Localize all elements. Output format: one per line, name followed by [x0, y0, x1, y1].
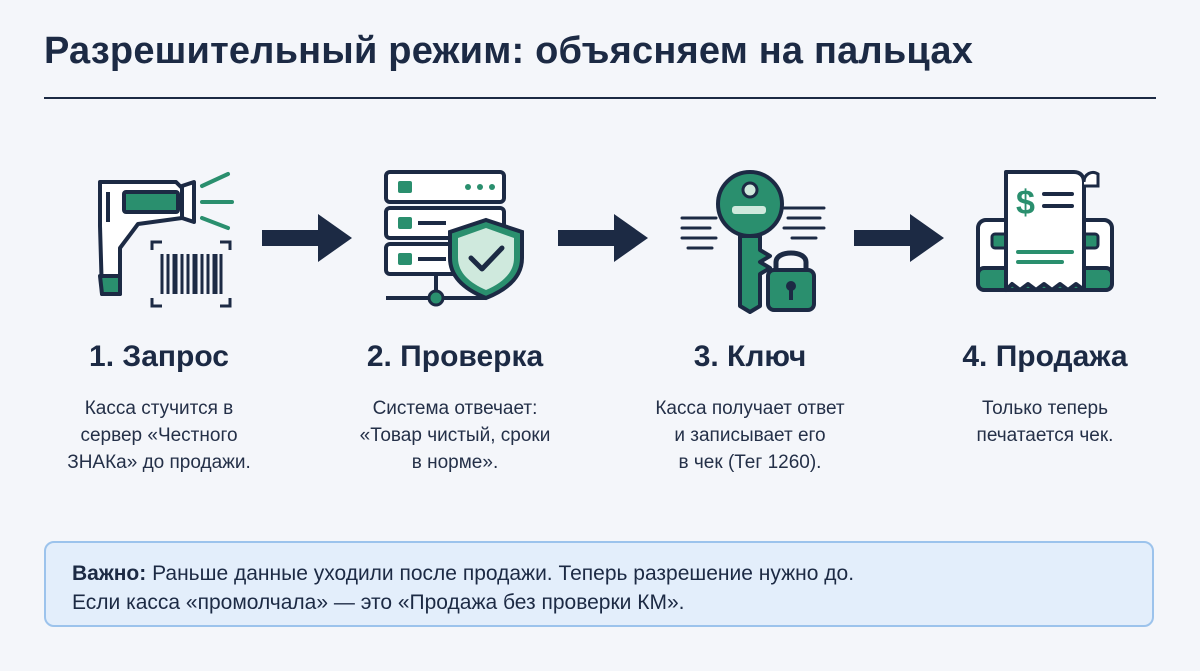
page-title: Разрешительный режим: объясняем на пальц… [44, 30, 974, 72]
step-desc-request: Касса стучится в сервер «Честного ЗНАКа»… [29, 395, 289, 476]
step-title-sale: 4. Продажа [962, 340, 1128, 373]
receipt-printer-icon: $ [976, 170, 1114, 292]
arrow-right-icon [262, 214, 352, 262]
desc-line: Касса стучится в [84, 398, 234, 419]
important-note: Важно: Раньше данные уходили после прода… [44, 541, 1154, 627]
step-title-request: 1. Запрос [89, 340, 229, 373]
step-title-key: 3. Ключ [693, 340, 807, 373]
note-line-1: Раньше данные уходили после продажи. Теп… [152, 562, 855, 585]
desc-line: Система отвечает: [372, 398, 538, 419]
arrow-right-icon [558, 214, 648, 262]
desc-line: печатается чек. [976, 425, 1114, 446]
note-label: Важно: [72, 562, 147, 585]
desc-line: ЗНАКа» до продажи. [67, 452, 251, 473]
svg-text:$: $ [1016, 184, 1035, 222]
steps-flow: $ 1. Запрос 2. Проверка 3. Ключ 4. Прода… [29, 170, 1175, 476]
title-divider [44, 97, 1156, 99]
arrow-right-icon [854, 214, 944, 262]
step-title-check: 2. Проверка [366, 340, 544, 373]
note-line-2: Если касса «промолчала» — это «Продажа б… [72, 591, 685, 614]
step-desc-sale: Только теперь печатается чек. [915, 395, 1175, 449]
desc-line: и записывает его [674, 425, 826, 446]
key-lock-icon [680, 170, 826, 314]
desc-line: в норме». [411, 452, 499, 473]
desc-line: «Товар чистый, сроки [359, 425, 551, 446]
server-shield-icon [384, 170, 524, 307]
desc-line: Только теперь [981, 398, 1108, 419]
step-desc-check: Система отвечает: «Товар чистый, сроки в… [325, 395, 585, 476]
desc-line: в чек (Тег 1260). [678, 452, 822, 473]
step-desc-key: Касса получает ответ и записывает его в … [620, 395, 880, 476]
desc-line: Касса получает ответ [655, 398, 845, 419]
barcode-scanner-icon [98, 172, 234, 308]
desc-line: сервер «Честного [80, 425, 238, 446]
